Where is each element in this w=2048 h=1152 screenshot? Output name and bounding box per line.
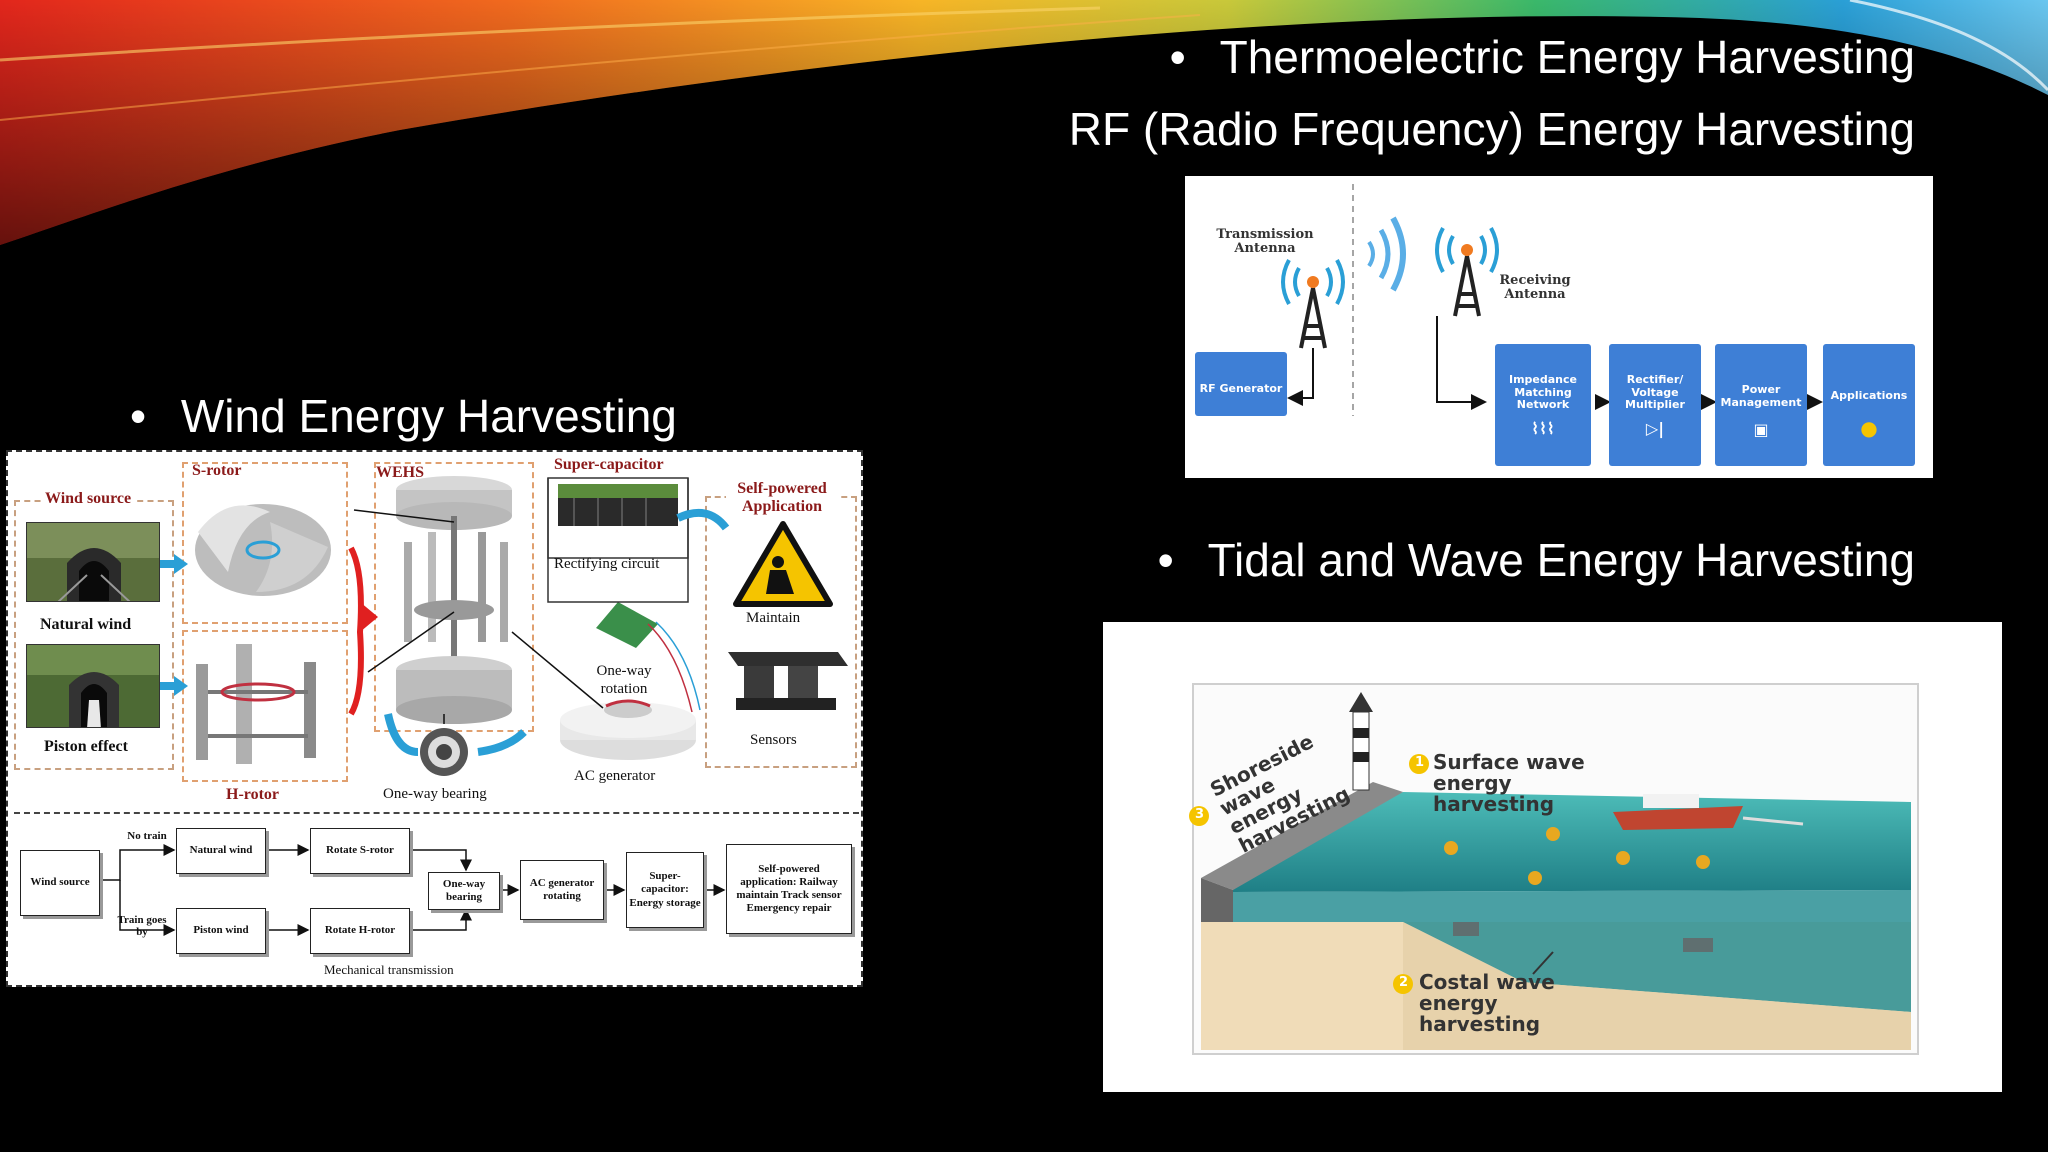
marker-1: 1	[1415, 755, 1425, 770]
coil-icon: ⌇⌇⌇	[1531, 418, 1555, 438]
rf-diagram-graphics	[1281, 184, 1823, 416]
applications-block: Applications ●	[1823, 344, 1915, 466]
chip-icon: ▣	[1753, 420, 1769, 440]
h-rotor-label: H-rotor	[226, 786, 280, 803]
ac-generator-label: AC generator	[574, 768, 656, 784]
tidal-text: Tidal and Wave Energy Harvesting	[1207, 534, 1915, 586]
diode-icon: ▷|	[1645, 418, 1665, 438]
wind-text: Wind Energy Harvesting	[180, 390, 677, 442]
wehs-drawing	[353, 476, 512, 724]
one-way-bearing-label: One-way bearing	[383, 786, 487, 802]
rf-generator-label: RF Generator	[1199, 381, 1283, 395]
tunnel-photo-natural	[26, 522, 160, 602]
buoy-icons	[1444, 827, 1710, 885]
rotor-drawings	[160, 476, 848, 776]
receiving-antenna-icon	[1435, 227, 1499, 317]
rf-energy-figure: Transmission Antenna Receiving Antenna R…	[1185, 176, 1933, 478]
signal-waves-icon	[1367, 216, 1406, 292]
lighthouse-icon	[1349, 692, 1373, 791]
flow-natural-wind: Natural wind	[176, 828, 266, 874]
flow-wind-source: Wind source	[20, 850, 100, 916]
transmission-antenna-icon	[1281, 259, 1345, 349]
transmission-antenna-label: Transmission Antenna	[1216, 227, 1314, 257]
flow-one-way-bearing: One-way bearing	[428, 872, 500, 910]
self-powered-app-label: Self-powered Application	[726, 480, 838, 516]
receiving-antenna-label: Receiving Antenna	[1499, 273, 1571, 303]
one-way-bearing-drawing	[420, 714, 468, 776]
bullet-tidal: Tidal and Wave Energy Harvesting	[1158, 537, 1915, 583]
rectifier-label: Rectifier/ Voltage Multiplier	[1625, 373, 1685, 412]
sensors-label: Sensors	[750, 732, 797, 748]
impedance-matching-label: Impedance Matching Network	[1509, 373, 1577, 412]
ac-generator-drawing	[511, 631, 696, 760]
tunnel-photo-piston	[26, 644, 160, 728]
surface-wave-label: Surface wave energy harvesting	[1433, 750, 1585, 816]
header-swoosh-graphic	[0, 0, 2048, 245]
flow-super-capacitor: Super-capacitor: Energy storage	[626, 852, 704, 928]
boat-icon	[1613, 794, 1804, 830]
flow-self-powered-app: Self-powered application: Railway mainta…	[726, 844, 852, 934]
h-rotor-drawing	[196, 644, 316, 764]
power-management-label: Power Management	[1720, 383, 1802, 409]
tidal-wave-energy-figure: 3 1 2 Shoreside wave energy harvesting S…	[1103, 622, 2002, 1092]
rf-generator-block: RF Generator	[1195, 352, 1287, 416]
wind-source-label: Wind source	[42, 490, 135, 508]
mechanical-transmission-label: Mechanical transmission	[324, 962, 454, 977]
flow-no-train: No train	[127, 830, 167, 842]
flowchart-connectors	[100, 844, 726, 936]
wehs-label: WEHS	[376, 464, 425, 481]
s-rotor-drawing	[195, 504, 331, 596]
h-rotor-region	[182, 630, 348, 782]
marker-2: 2	[1399, 975, 1409, 990]
rf-heading: RF (Radio Frequency) Energy Harvesting	[1068, 103, 1915, 155]
one-way-rotation-label: One-way rotation	[596, 663, 652, 697]
impedance-matching-block: Impedance Matching Network ⌇⌇⌇	[1495, 344, 1591, 466]
s-rotor-label: S-rotor	[192, 462, 242, 479]
wind-energy-figure: Wind source S-rotor H-rotor WEHS Super-c…	[6, 450, 863, 987]
applications-label: Applications	[1830, 389, 1908, 402]
flow-ac-generator: AC generator rotating	[520, 860, 604, 920]
tidal-diagram-graphics	[1189, 683, 1919, 1055]
bullet-thermoelectric: Thermoelectric Energy Harvesting	[1170, 34, 1915, 80]
flow-rotate-s-rotor: Rotate S-rotor	[310, 828, 410, 874]
super-capacitor-label: Super-capacitor	[554, 456, 664, 473]
bullet-wind: Wind Energy Harvesting	[130, 393, 677, 439]
power-management-block: Power Management ▣	[1715, 344, 1807, 466]
super-capacitor-drawing	[547, 477, 701, 713]
coastal-wave-label: Costal wave energy harvesting	[1419, 970, 1555, 1036]
flow-piston-wind: Piston wind	[176, 908, 266, 954]
rectifier-block: Rectifier/ Voltage Multiplier ▷|	[1609, 344, 1701, 466]
lightbulb-icon: ●	[1860, 415, 1878, 440]
figure-divider	[14, 812, 859, 814]
thermoelectric-text: Thermoelectric Energy Harvesting	[1219, 31, 1915, 83]
marker-3: 3	[1195, 807, 1205, 822]
flow-train-goes-by: Train goes by	[117, 914, 167, 939]
rectifying-circuit-label: Rectifying circuit	[554, 556, 660, 572]
natural-wind-label: Natural wind	[40, 616, 132, 633]
maintain-warning-sign	[733, 521, 833, 607]
maintain-label: Maintain	[746, 610, 801, 626]
flow-rotate-h-rotor: Rotate H-rotor	[310, 908, 410, 954]
sensor-rail-drawing	[728, 652, 848, 710]
piston-effect-label: Piston effect	[44, 738, 128, 755]
sea-surface	[1233, 792, 1911, 892]
s-rotor-region	[182, 462, 348, 624]
